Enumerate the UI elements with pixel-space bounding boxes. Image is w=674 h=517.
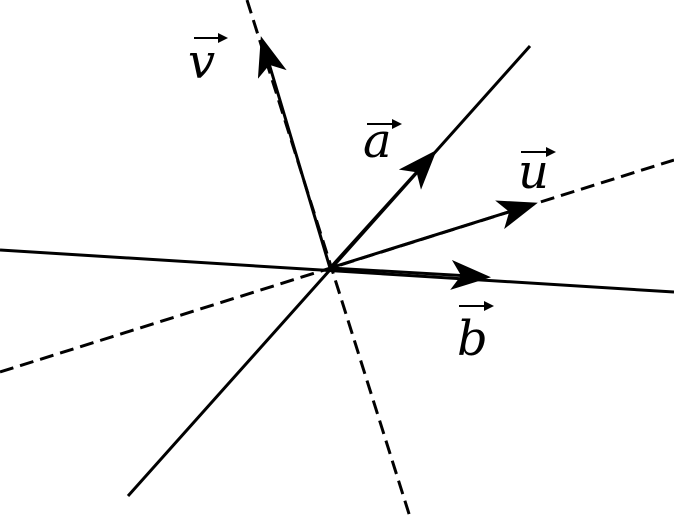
label-b-overarrow-head (484, 301, 494, 311)
label-b-text: b (457, 311, 488, 367)
line-u-axis-dashed (0, 158, 674, 374)
label-a: a (363, 113, 402, 169)
line-b-axis (0, 248, 674, 294)
label-a-overarrow-head (392, 119, 402, 129)
label-b: b (457, 301, 494, 367)
vector-u-arrow (329, 200, 538, 270)
label-u: u (518, 144, 556, 200)
vector-b-arrow (329, 259, 491, 290)
label-v-text: v (188, 34, 215, 90)
label-v-overarrow-head (218, 33, 228, 43)
label-u-text: u (518, 144, 549, 200)
vector-a-arrow (328, 150, 437, 270)
vector-v-arrow (257, 36, 332, 269)
line-v-axis-dashed (245, 0, 412, 517)
label-u-overarrow-head (546, 147, 556, 157)
label-a-text: a (363, 113, 392, 169)
label-v: v (188, 33, 228, 90)
